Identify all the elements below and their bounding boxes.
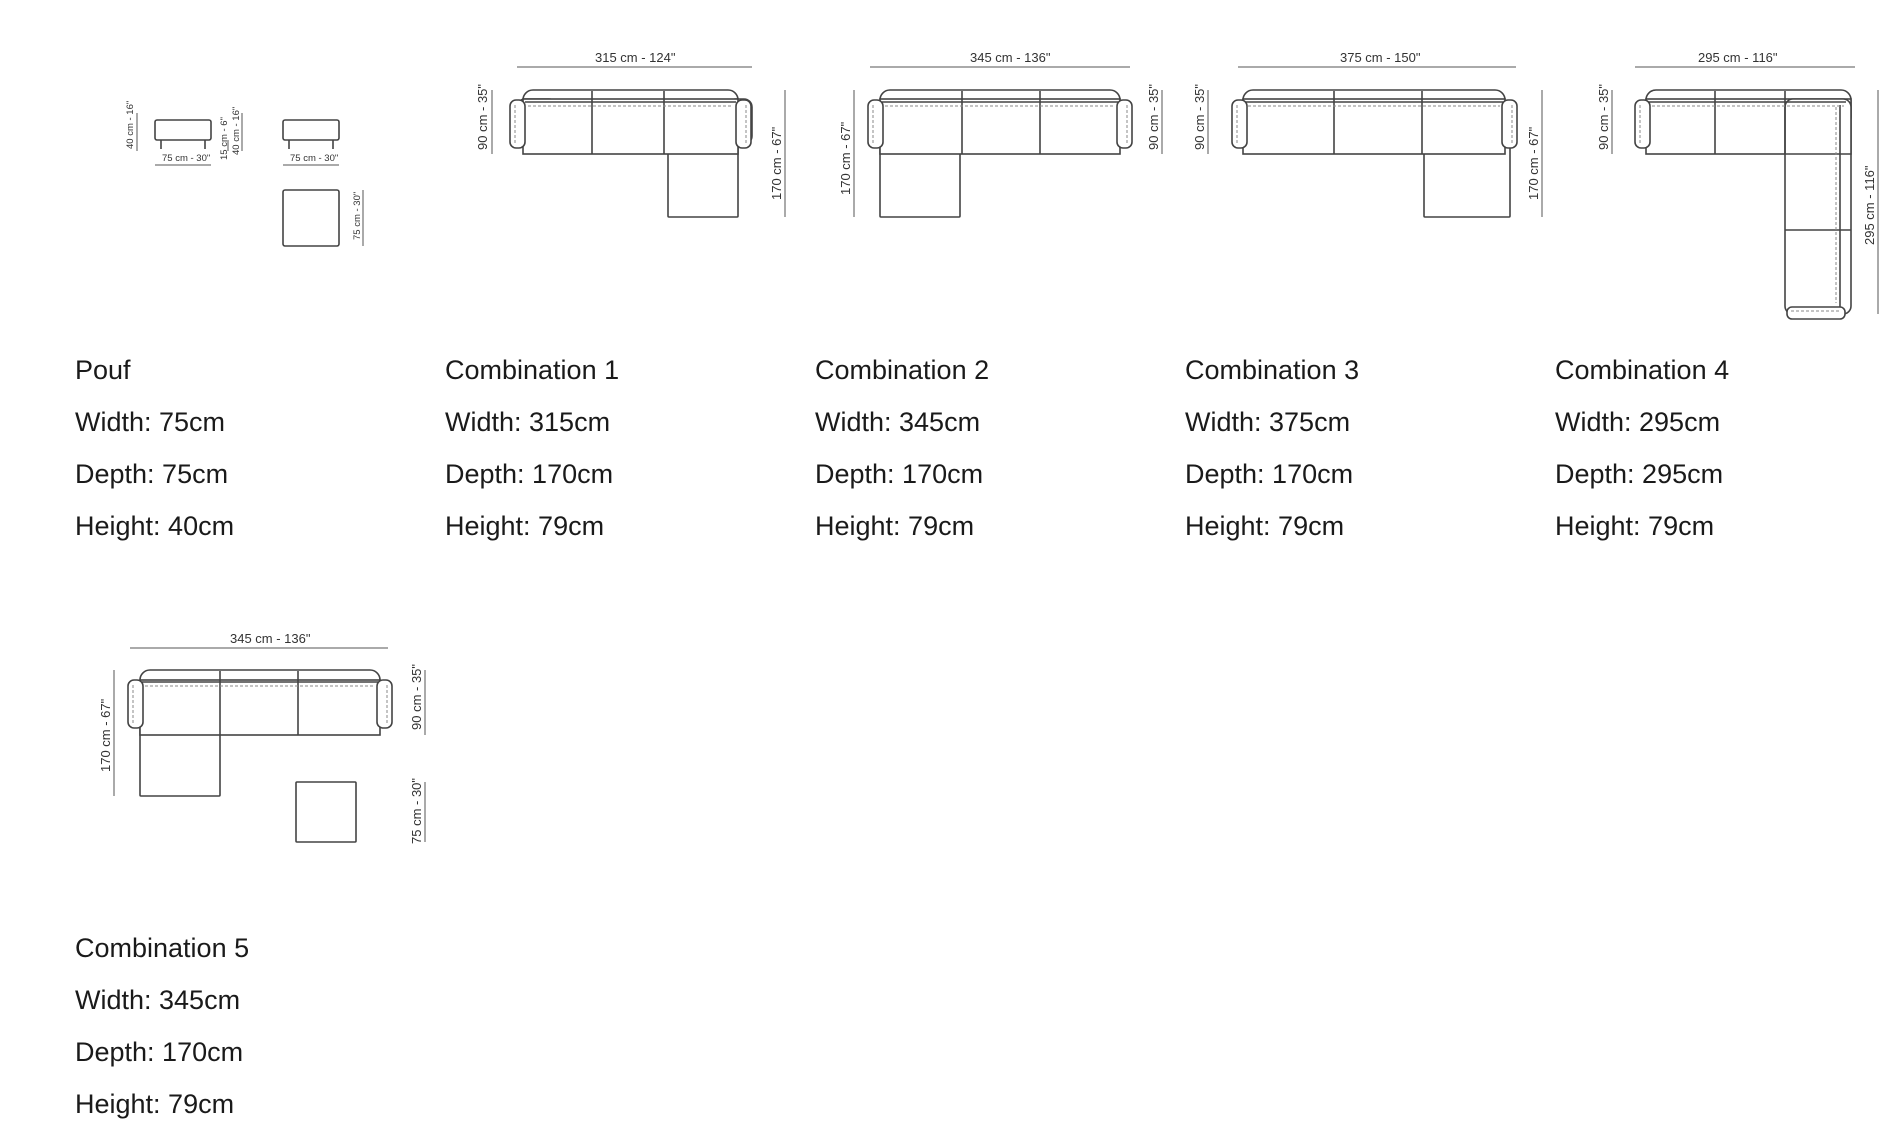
dim-label: 75 cm - 30" [290, 153, 338, 164]
dim-label: 170 cm - 67" [1526, 126, 1541, 200]
combination-1-specs: Combination 1 Width: 315cm Depth: 170cm … [445, 344, 745, 552]
dim-label: 345 cm - 136" [970, 50, 1051, 65]
sofa-outline [509, 89, 753, 218]
pouf-specs: Pouf Width: 75cm Depth: 75cm Height: 40c… [75, 344, 375, 552]
dim-label: 90 cm - 35" [1146, 84, 1161, 150]
dim-label: 295 cm - 116" [1698, 50, 1778, 65]
pouf-drawing: 40 cm - 16" 75 cm - 30" 15 cm - 6" 40 cm… [110, 95, 390, 255]
dim-label: 90 cm - 35" [409, 664, 424, 730]
product-name: Combination 4 [1555, 355, 1730, 385]
pouf-outline [295, 781, 357, 843]
height-spec: Height: 40cm [75, 511, 235, 541]
product-name: Combination 1 [445, 355, 620, 385]
height-spec: Height: 79cm [75, 1089, 235, 1119]
sofa-outline [127, 669, 393, 797]
dim-label: 75 cm - 30" [409, 778, 424, 844]
width-spec: Width: 75cm [75, 407, 226, 437]
dim-label: 315 cm - 124" [595, 50, 676, 65]
depth-spec: Depth: 75cm [75, 459, 229, 489]
sofa-outline [1634, 89, 1852, 320]
sofa-outline [867, 89, 1133, 218]
height-spec: Height: 79cm [1555, 511, 1715, 541]
height-spec: Height: 79cm [1185, 511, 1345, 541]
dim-label: 40 cm - 16" [231, 107, 242, 155]
combination-4-specs: Combination 4 Width: 295cm Depth: 295cm … [1555, 344, 1855, 552]
width-spec: Width: 345cm [75, 985, 241, 1015]
combination-5-specs: Combination 5 Width: 345cm Depth: 170cm … [75, 922, 375, 1130]
pouf-side-view: 40 cm - 16" 75 cm - 30" 15 cm - 6" 40 cm… [125, 101, 243, 166]
product-name: Pouf [75, 355, 131, 385]
dim-label: 40 cm - 16" [125, 101, 136, 149]
dim-label: 75 cm - 30" [162, 153, 210, 164]
width-spec: Width: 345cm [815, 407, 981, 437]
combination-3-specs: Combination 3 Width: 375cm Depth: 170cm … [1185, 344, 1485, 552]
dim-label: 15 cm - 6" [219, 117, 230, 160]
dim-label: 345 cm - 136" [230, 631, 311, 646]
combination-4-drawing: 295 cm - 116" 90 cm - 35" 295 cm - 116" [1580, 45, 1890, 325]
product-name: Combination 5 [75, 933, 250, 963]
product-name: Combination 3 [1185, 355, 1360, 385]
product-name: Combination 2 [815, 355, 990, 385]
depth-spec: Depth: 170cm [75, 1037, 244, 1067]
dim-label: 90 cm - 35" [1596, 84, 1611, 150]
height-spec: Height: 79cm [815, 511, 975, 541]
combination-2-specs: Combination 2 Width: 345cm Depth: 170cm … [815, 344, 1115, 552]
width-spec: Width: 315cm [445, 407, 611, 437]
dim-label: 170 cm - 67" [838, 121, 853, 195]
height-spec: Height: 79cm [445, 511, 605, 541]
dim-label: 375 cm - 150" [1340, 50, 1421, 65]
combination-1-drawing: 315 cm - 124" 90 cm - 35" 170 cm - 67" [470, 45, 820, 225]
dim-label: 90 cm - 35" [1192, 84, 1207, 150]
dim-label: 170 cm - 67" [769, 126, 784, 200]
depth-spec: Depth: 170cm [1185, 459, 1354, 489]
depth-spec: Depth: 170cm [815, 459, 984, 489]
combination-3-drawing: 375 cm - 150" 90 cm - 35" 170 cm - 67" [1190, 45, 1570, 225]
depth-spec: Depth: 170cm [445, 459, 614, 489]
width-spec: Width: 295cm [1555, 407, 1721, 437]
depth-spec: Depth: 295cm [1555, 459, 1724, 489]
pouf-front-view: 75 cm - 30" [282, 119, 340, 166]
dim-label: 90 cm - 35" [475, 84, 490, 150]
dim-label: 295 cm - 116" [1862, 165, 1877, 245]
combination-2-drawing: 345 cm - 136" 170 cm - 67" 90 cm - 35" [830, 45, 1180, 225]
pouf-top-view: 75 cm - 30" [282, 189, 364, 247]
dim-label: 75 cm - 30" [352, 192, 363, 240]
dim-label: 170 cm - 67" [98, 698, 113, 772]
combination-5-drawing: 345 cm - 136" 170 cm - 67" 90 cm - 35" 7… [90, 622, 440, 852]
sofa-outline [1231, 89, 1518, 218]
width-spec: Width: 375cm [1185, 407, 1351, 437]
